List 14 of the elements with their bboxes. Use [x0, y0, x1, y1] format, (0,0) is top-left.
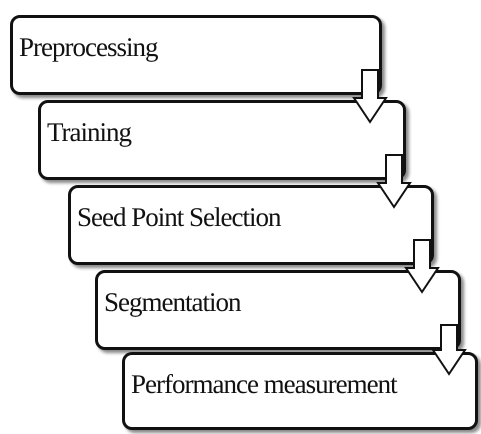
step-label: Performance measurement [131, 369, 397, 400]
process-box [38, 100, 406, 180]
process-box [10, 15, 382, 95]
block-arrow [376, 154, 412, 209]
process-box [68, 185, 434, 265]
process-box [122, 352, 478, 430]
block-arrow [352, 69, 388, 124]
block-arrow [431, 324, 467, 376]
step-label: Preprocessing [19, 32, 158, 63]
step-label: Seed Point Selection [77, 202, 280, 233]
step-label: Training [47, 117, 132, 148]
block-arrow [404, 239, 440, 294]
process-box [95, 270, 461, 350]
step-label: Segmentation [104, 287, 240, 318]
